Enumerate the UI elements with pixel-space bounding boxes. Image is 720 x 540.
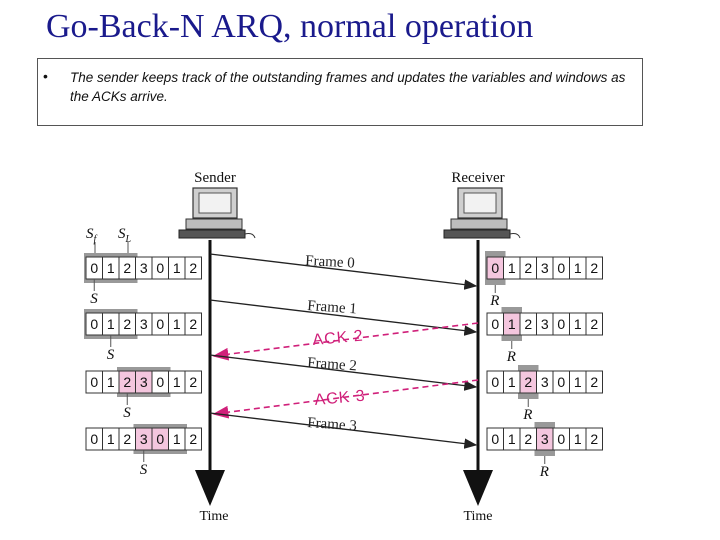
sequence-number: 1 <box>508 431 516 447</box>
r-label: R <box>522 407 532 423</box>
sequence-number: 2 <box>189 431 197 447</box>
sequence-number: 2 <box>123 431 131 447</box>
receiver-computer-icon <box>444 188 520 238</box>
sequence-number: 0 <box>557 374 565 390</box>
sender-time-label: Time <box>199 509 228 524</box>
sequence-number: 1 <box>107 260 115 276</box>
sequence-number: 0 <box>90 374 98 390</box>
sequence-number: 0 <box>557 316 565 332</box>
sequence-number: 2 <box>590 431 598 447</box>
sequence-number: 2 <box>189 374 197 390</box>
sequence-number: 0 <box>90 316 98 332</box>
sequence-number: 1 <box>508 260 516 276</box>
sequence-number: 2 <box>123 374 131 390</box>
sequence-number: 1 <box>508 316 516 332</box>
sequence-number: 2 <box>590 374 598 390</box>
sequence-number: 0 <box>491 260 499 276</box>
sequence-number: 0 <box>557 260 565 276</box>
sequence-number: 2 <box>590 316 598 332</box>
sequence-number: 0 <box>90 260 98 276</box>
sequence-number: 0 <box>156 316 164 332</box>
frame-label: Frame 1 <box>307 298 358 317</box>
r-label: R <box>539 464 549 480</box>
sequence-number: 2 <box>524 374 532 390</box>
sequence-number: 1 <box>107 374 115 390</box>
sequence-number: 1 <box>574 431 582 447</box>
sequence-number: 2 <box>524 260 532 276</box>
sequence-number: 0 <box>90 431 98 447</box>
r-label: R <box>489 293 499 309</box>
receiver-label: Receiver <box>451 170 504 186</box>
sequence-number: 0 <box>156 260 164 276</box>
r-label: R <box>506 349 516 365</box>
frame-label: Frame 3 <box>307 415 358 434</box>
sequence-number: 1 <box>173 374 181 390</box>
sequence-number: 1 <box>574 374 582 390</box>
sequence-number: 2 <box>123 316 131 332</box>
sequence-number: 1 <box>574 316 582 332</box>
receiver-time-label: Time <box>463 509 492 524</box>
sf-label: Sf <box>86 226 98 245</box>
ack-label: ACK 3 <box>314 388 367 409</box>
sequence-number: 3 <box>541 260 549 276</box>
sequence-number: 3 <box>140 316 148 332</box>
sender-computer-icon <box>179 188 255 238</box>
s-label: S <box>90 291 98 307</box>
sequence-number: 2 <box>189 260 197 276</box>
sequence-number: 1 <box>173 431 181 447</box>
sequence-number: 2 <box>123 260 131 276</box>
sequence-number: 2 <box>524 316 532 332</box>
sequence-number: 1 <box>107 316 115 332</box>
sequence-number: 3 <box>541 374 549 390</box>
s-label: S <box>123 405 131 421</box>
sender-label: Sender <box>194 170 236 186</box>
sequence-number: 1 <box>173 260 181 276</box>
sequence-number: 3 <box>140 431 148 447</box>
sequence-number: 1 <box>173 316 181 332</box>
sequence-number: 0 <box>156 374 164 390</box>
sequence-number: 2 <box>590 260 598 276</box>
sequence-number: 0 <box>156 431 164 447</box>
sequence-number: 2 <box>524 431 532 447</box>
frame-label: Frame 0 <box>305 253 355 272</box>
sequence-number: 2 <box>189 316 197 332</box>
sequence-number: 3 <box>541 316 549 332</box>
sequence-number: 3 <box>541 431 549 447</box>
sequence-number: 0 <box>557 431 565 447</box>
s-label: S <box>107 347 115 363</box>
sequence-number: 1 <box>107 431 115 447</box>
sequence-number: 1 <box>574 260 582 276</box>
s-label: S <box>140 462 148 478</box>
sequence-number: 0 <box>491 374 499 390</box>
ack-label: ACK 2 <box>312 328 365 349</box>
frame-label: Frame 2 <box>307 355 358 374</box>
sequence-number: 3 <box>140 260 148 276</box>
sequence-number: 1 <box>508 374 516 390</box>
sl-label: SL <box>118 226 132 245</box>
sequence-number: 3 <box>140 374 148 390</box>
sequence-number: 0 <box>491 431 499 447</box>
sequence-number: 0 <box>491 316 499 332</box>
